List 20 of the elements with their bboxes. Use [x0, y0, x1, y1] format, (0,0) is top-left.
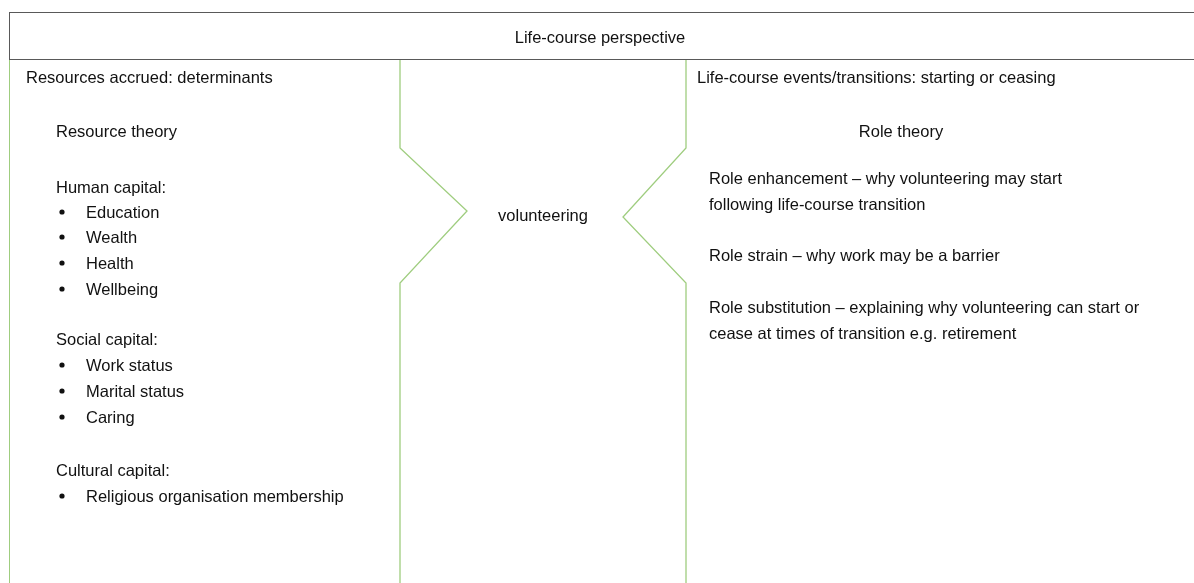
- center-label: volunteering: [497, 205, 589, 226]
- list-item-text: Wealth: [86, 228, 138, 246]
- column-heading: Life-course events/transitions: starting or ceasing: [697, 67, 1056, 88]
- group-heading: Human capital:: [56, 177, 167, 198]
- theory-description: Role substitution – explaining why volunteering can start or cease at times of transition e.g. retirement: [709, 297, 1141, 344]
- group-heading: Social capital:: [56, 329, 158, 350]
- theory-description: Role strain – why work may be a barrier: [709, 245, 1001, 266]
- list-item-text: Marital status: [86, 382, 185, 400]
- list-item-text: Religious organisation membership: [86, 487, 344, 505]
- column-heading: Resources accrued: determinants: [26, 67, 273, 88]
- list-item-text: Caring: [86, 408, 135, 426]
- list-item-text: Education: [86, 203, 160, 221]
- list-item-text: Wellbeing: [86, 280, 159, 298]
- list-item-text: Health: [86, 254, 134, 272]
- theory-description: Role enhancement – why volunteering may start following life-course transition: [709, 168, 1064, 215]
- box-label: Life-course perspective: [513, 27, 687, 48]
- list-item-text: Work status: [86, 356, 173, 374]
- group-heading: Cultural capital:: [56, 460, 170, 481]
- theory-heading: Resource theory: [56, 121, 178, 142]
- theory-heading: Role theory: [857, 121, 945, 142]
